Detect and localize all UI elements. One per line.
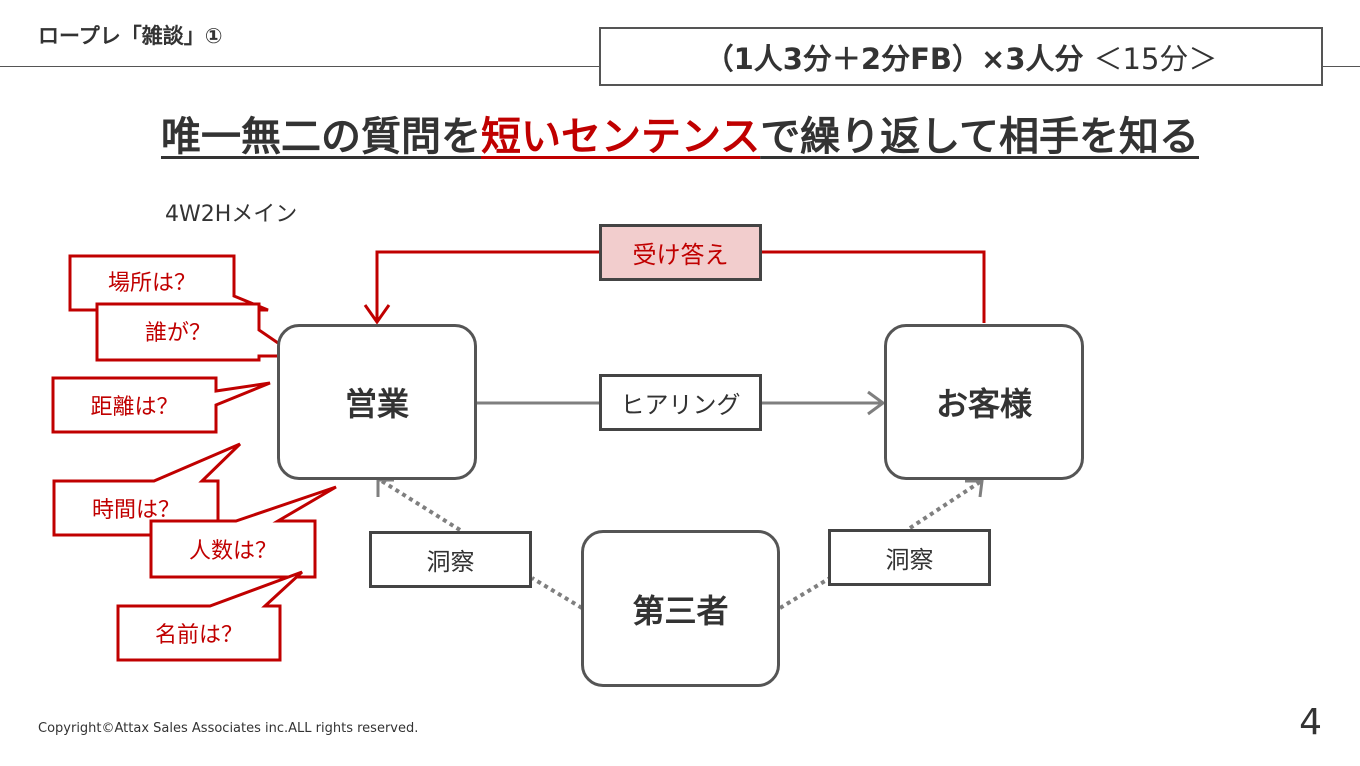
- observation-left-dotted-upper: [378, 478, 462, 532]
- headline-part2: で繰り返して相手を知る: [760, 114, 1199, 160]
- observation-right-arrowhead: [965, 479, 984, 498]
- question-time: 時間は？: [91, 498, 180, 523]
- headline: 唯一無二の質問を短いセンテンスで繰り返して相手を知る: [0, 104, 1360, 162]
- observation-left-dotted: [530, 576, 584, 610]
- headline-highlight: 短いセンテンス: [480, 114, 761, 160]
- callout-distance-shape: [51, 376, 271, 434]
- observation-right-label: 洞察: [828, 529, 991, 586]
- page-number: 4: [1299, 702, 1322, 743]
- response-loop-arrow-line: [375, 250, 599, 320]
- hearing-arrowhead: [867, 390, 886, 416]
- question-who: 誰が？: [144, 321, 211, 346]
- focus-note: 4W2Hメイン: [165, 202, 298, 227]
- question-location: 場所は？: [107, 271, 196, 296]
- session-format-box: （1人3分＋2分FB）×3人分 ＜15分＞: [599, 27, 1323, 86]
- callout-name-shape: [116, 570, 304, 662]
- response-loop-line: [762, 250, 986, 323]
- response-arrowhead: [363, 304, 391, 325]
- observation-right-dotted: [778, 576, 832, 610]
- callout-time-shape: [52, 442, 242, 537]
- headline-part1: 唯一無二の質問を: [160, 114, 481, 160]
- observation-left-arrowhead: [376, 478, 394, 497]
- session-format: （1人3分＋2分FB）×3人分: [704, 41, 1084, 76]
- hearing-label: ヒアリング: [599, 374, 762, 431]
- observation-left-label: 洞察: [369, 531, 532, 588]
- customer-node: お客様: [884, 324, 1084, 480]
- response-label: 受け答え: [599, 224, 762, 281]
- question-count: 人数は？: [188, 539, 277, 564]
- question-name: 名前は？: [154, 623, 243, 648]
- session-duration: ＜15分＞: [1093, 41, 1218, 76]
- observation-right-dotted-upper: [908, 480, 982, 530]
- sales-node: 営業: [277, 324, 477, 480]
- slide-title: ロープレ「雑談」①: [38, 24, 223, 48]
- copyright: Copyright©Attax Sales Associates inc.ALL…: [38, 721, 419, 736]
- third-party-node: 第三者: [581, 530, 780, 687]
- question-distance: 距離は？: [90, 395, 179, 420]
- callout-count-shape: [149, 485, 337, 579]
- callout-location-shape: [68, 254, 269, 312]
